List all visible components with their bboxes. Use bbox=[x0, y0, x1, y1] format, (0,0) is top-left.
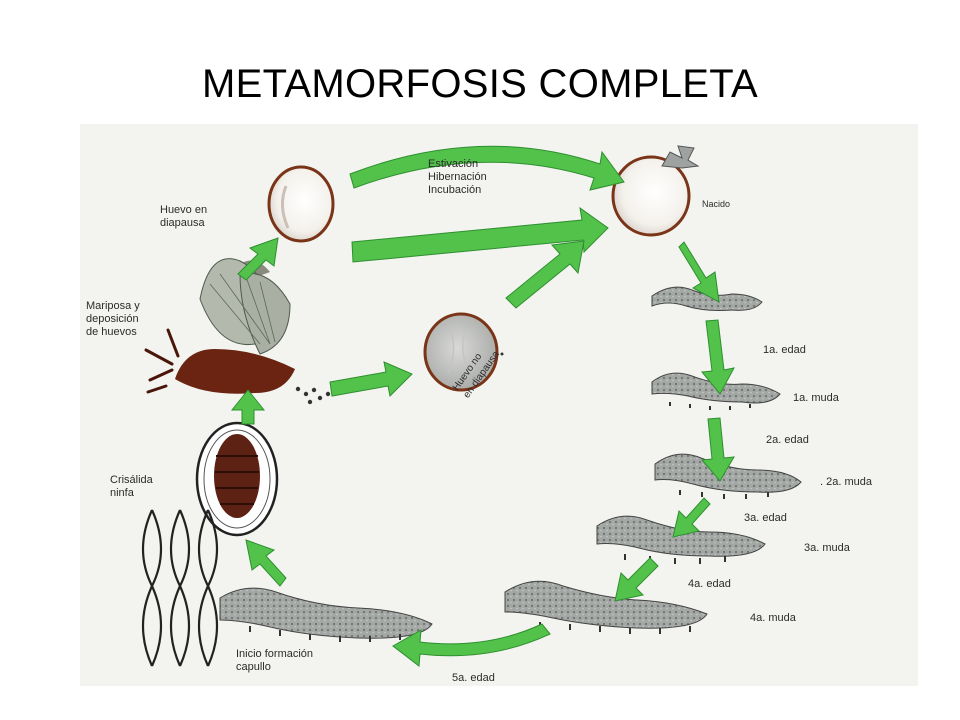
cocoon-threads-icon bbox=[141, 509, 219, 667]
label-estivacion-line-3: Incubación bbox=[428, 184, 482, 196]
arrow-hatch-to-larva1 bbox=[678, 241, 720, 303]
label-inicio-capullo: Inicio formación capullo bbox=[236, 648, 313, 674]
arrow-molt1-to-molt2 bbox=[700, 417, 735, 482]
pupa-icon bbox=[195, 421, 279, 537]
arrow-larva4-to-larva5 bbox=[392, 623, 551, 667]
label-muda-4: 4a. muda bbox=[750, 612, 796, 624]
larva-stage-5 bbox=[219, 587, 433, 642]
label-huevo-diapausa-line-1: Huevo en bbox=[160, 204, 208, 216]
label-huevo-diapausa-line-2: diapausa bbox=[160, 217, 205, 229]
arrow-noegg-to-hatch bbox=[505, 240, 585, 309]
label-edad-3: 3a. edad bbox=[744, 512, 787, 524]
label-estivacion-line-2: Hibernación bbox=[428, 171, 487, 183]
label-mariposa: Mariposa y deposición de huevos bbox=[86, 300, 140, 339]
label-inicio-capullo-line-2: capullo bbox=[236, 661, 271, 673]
label-muda-2: . 2a. muda bbox=[820, 476, 872, 488]
label-estivacion-line-1: Estivación bbox=[428, 158, 479, 170]
label-edad-1: 1a. edad bbox=[763, 344, 806, 356]
arrow-pupa-to-moth bbox=[230, 389, 266, 425]
label-edad-5: 5a. edad bbox=[452, 672, 495, 684]
label-huevo-diapausa: Huevo en diapausa bbox=[160, 204, 207, 230]
label-inicio-capullo-line-1: Inicio formación bbox=[236, 648, 314, 660]
label-mariposa-line-3: de huevos bbox=[86, 326, 137, 338]
label-muda-3: 3a. muda bbox=[804, 542, 850, 554]
slide-title: METAMORFOSIS COMPLETA bbox=[202, 62, 758, 106]
label-estivacion: Estivación Hibernación Incubación bbox=[428, 158, 487, 197]
arrow-moth-to-noegg bbox=[329, 361, 413, 398]
arrow-egg-to-hatch-mid bbox=[351, 206, 609, 263]
arrow-egg-to-hatch-top bbox=[349, 145, 625, 191]
larva-molt-4 bbox=[504, 580, 708, 634]
moth-icon bbox=[144, 258, 331, 405]
larva-stage-1 bbox=[651, 286, 763, 311]
label-muda-1: 1a. muda bbox=[793, 392, 839, 404]
arrow-larva1-to-molt1 bbox=[701, 319, 735, 395]
arrow-larva5-to-pupa bbox=[245, 539, 287, 587]
larva-molt-2 bbox=[654, 453, 802, 499]
label-mariposa-line-2: deposición bbox=[86, 313, 139, 325]
diagram-panel: Huevo en diapausa Estivación Hibernación… bbox=[80, 124, 918, 686]
arrow-molt3-to-molt4 bbox=[614, 557, 659, 602]
label-edad-4: 4a. edad bbox=[688, 578, 731, 590]
egg-diapause bbox=[267, 165, 335, 243]
egg-hatched bbox=[611, 145, 700, 237]
label-nacido: Nacido bbox=[702, 199, 731, 209]
label-crisalida-line-2: ninfa bbox=[110, 487, 134, 499]
label-mariposa-line-1: Mariposa y bbox=[86, 300, 140, 312]
egg-no-diapause bbox=[423, 312, 504, 392]
label-edad-2: 2a. edad bbox=[766, 434, 809, 446]
arrow-moth-to-egg bbox=[237, 237, 279, 281]
label-crisalida-line-1: Crisálida bbox=[110, 474, 153, 486]
label-crisalida: Crisálida ninfa bbox=[110, 474, 153, 500]
arrow-molt2-to-molt3 bbox=[672, 497, 711, 538]
